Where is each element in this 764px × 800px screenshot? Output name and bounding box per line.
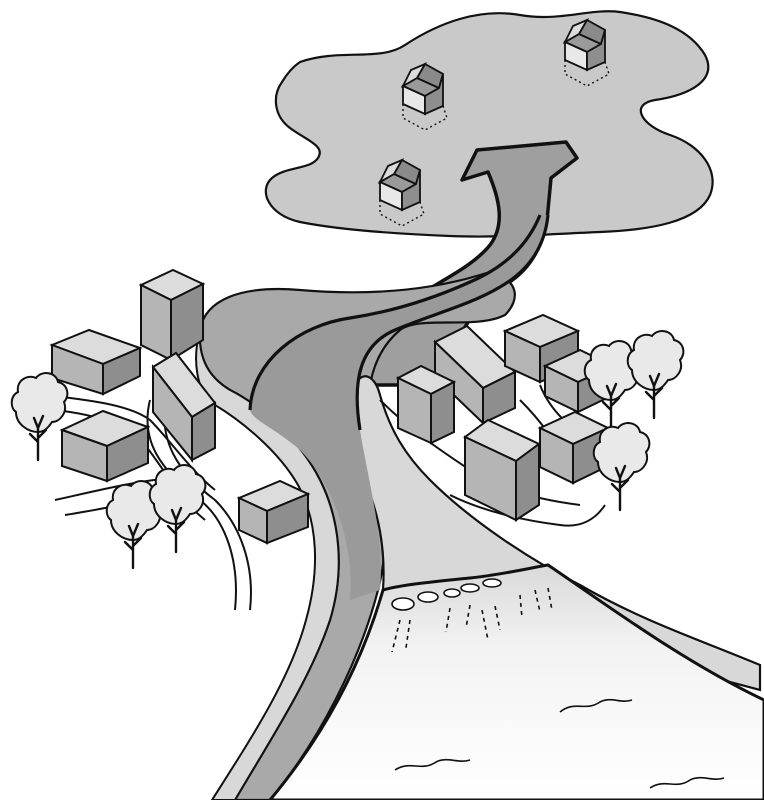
building-block <box>398 366 454 443</box>
building-block <box>465 420 539 520</box>
tree-icon <box>594 423 650 510</box>
relocation-zone <box>266 11 713 236</box>
building-block <box>141 270 203 360</box>
tree-icon <box>150 465 206 552</box>
tree-icon <box>628 331 684 418</box>
building-block <box>52 330 140 394</box>
tree-icon <box>12 373 68 460</box>
building-block <box>62 411 148 481</box>
building-block <box>239 481 308 543</box>
